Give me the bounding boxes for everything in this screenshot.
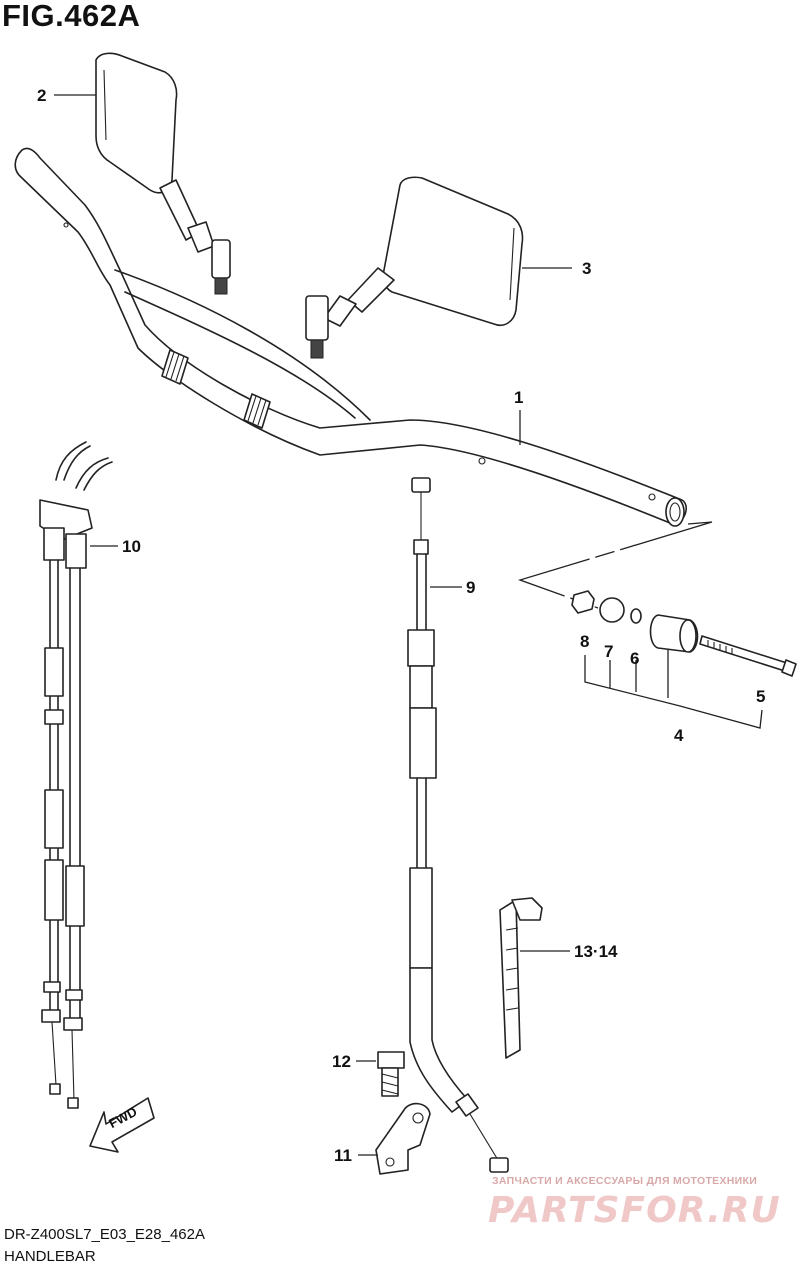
figure-name: HANDLEBAR <box>4 1248 96 1265</box>
knurl-mark-right <box>243 393 271 429</box>
callout-4: 4 <box>674 726 684 745</box>
callout-13-14: 13·14 <box>574 942 618 961</box>
callout-11: 11 <box>334 1146 352 1165</box>
fwd-arrow <box>89 1097 155 1153</box>
cable-tie <box>499 897 543 1059</box>
mirror-right <box>305 176 524 359</box>
cable-guide-bracket <box>375 1102 431 1175</box>
bar-end-washer <box>630 608 642 624</box>
callout-3: 3 <box>582 259 592 278</box>
callout-6: 6 <box>630 649 640 668</box>
watermark-logo: PARTSFOR.RU <box>488 1190 781 1231</box>
watermark-tagline: ЗАПЧАСТИ И АКСЕССУАРЫ ДЛЯ МОТОТЕХНИКИ <box>492 1175 758 1187</box>
bar-end-weight <box>649 614 699 653</box>
clutch-cable <box>407 477 509 1173</box>
throttle-cables <box>39 441 113 1109</box>
bar-end-nut <box>571 590 595 614</box>
callout-7: 7 <box>604 642 614 661</box>
leader-lines <box>54 94 572 1156</box>
callout-12: 12 <box>332 1052 351 1071</box>
callout-5: 5 <box>756 687 766 706</box>
callout-9: 9 <box>466 578 476 597</box>
bar-end-bolt <box>699 635 797 677</box>
figure-code: DR-Z400SL7_E03_E28_462A <box>4 1226 205 1243</box>
mirror-left <box>95 52 231 295</box>
bar-end-collar <box>599 597 625 623</box>
callout-8: 8 <box>580 632 590 651</box>
callout-1: 1 <box>514 388 524 407</box>
knurl-mark-left <box>161 349 189 385</box>
callout-10: 10 <box>122 537 141 556</box>
callout-2: 2 <box>37 86 47 105</box>
bolt <box>377 1051 405 1097</box>
handlebar <box>14 147 687 527</box>
figure-title: FIG.462A <box>2 0 141 33</box>
